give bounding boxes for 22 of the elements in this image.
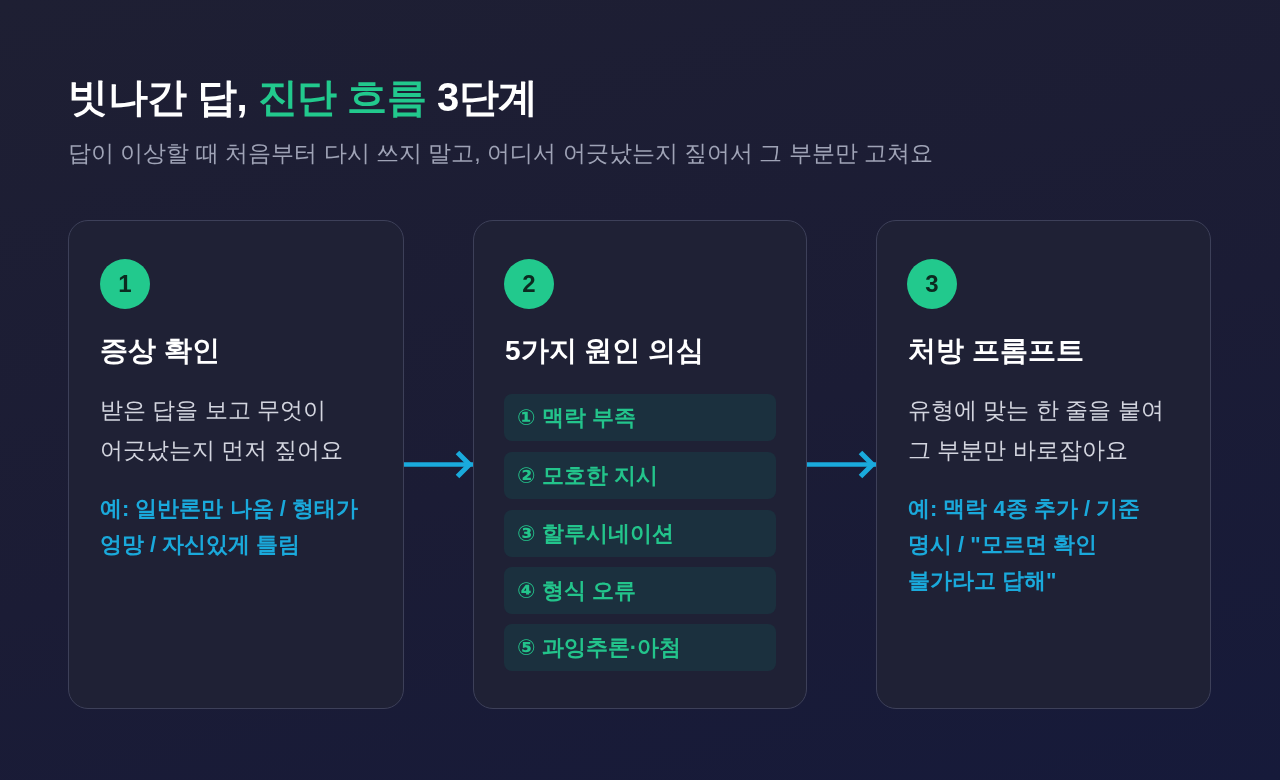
cause-item: ② 모호한 지시 — [504, 452, 776, 499]
cause-item: ④ 형식 오류 — [504, 567, 776, 614]
step-description: 유형에 맞는 한 줄을 붙여 그 부분만 바로잡아요 — [908, 396, 1165, 465]
step-card — [473, 220, 807, 709]
cause-item: ① 맥락 부족 — [504, 394, 776, 441]
number-circle: 3 — [907, 259, 957, 309]
arrow — [404, 450, 473, 479]
example-text: 예: 맥락 4종 추가 / 기준 명시 / "모르면 확인 불가라고 답해" — [908, 495, 1142, 595]
title: 빗나간 답, 진단 흐름 3단계 — [68, 74, 538, 121]
step-heading: 처방 프롬프트 — [908, 334, 1084, 368]
step-card — [68, 220, 404, 709]
cause-item: ③ 할루시네이션 — [504, 510, 776, 557]
step-heading: 증상 확인 — [100, 334, 220, 368]
cause-item: ⑤ 과잉추론·아첨 — [504, 624, 776, 671]
step-description: 받은 답을 보고 무엇이 어긋났는지 먼저 짚어요 — [100, 396, 344, 465]
arrow — [807, 450, 876, 479]
number-circle: 2 — [504, 259, 554, 309]
example-text: 예: 일반론만 나옴 / 형태가 엉망 / 자신있게 틀림 — [100, 495, 359, 559]
number-circle: 1 — [100, 259, 150, 309]
step-heading: 5가지 원인 의심 — [505, 334, 705, 368]
step-card — [876, 220, 1211, 709]
subtitle: 답이 이상할 때 처음부터 다시 쓰지 말고, 어디서 어긋났는지 짚어서 그 부분만 고쳐요 — [68, 139, 934, 168]
